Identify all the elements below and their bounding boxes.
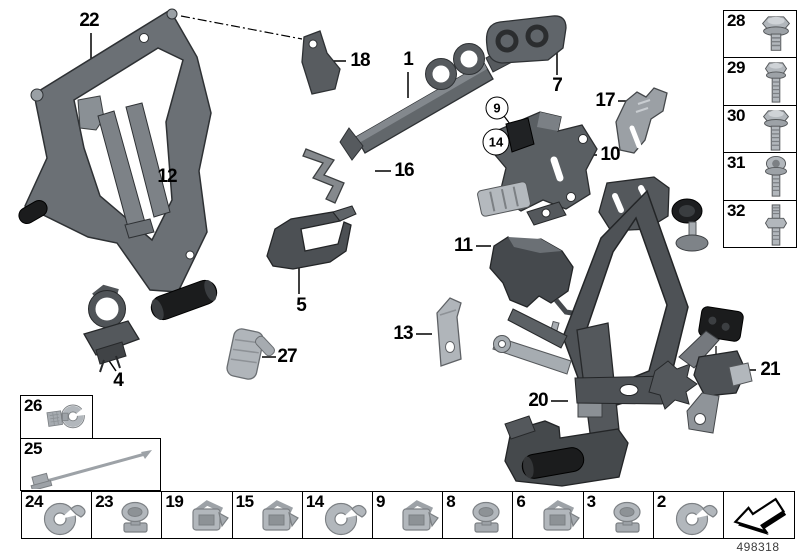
callout-11[interactable]: 11: [453, 235, 473, 256]
callout-18[interactable]: 18: [350, 50, 370, 71]
callout-21[interactable]: 21: [760, 359, 780, 380]
part-7-drawing: [485, 15, 567, 64]
callout-9-circled[interactable]: 9: [485, 96, 509, 120]
holder-label: 25: [24, 439, 42, 458]
fastener-box-32[interactable]: 32: [724, 201, 796, 247]
part-18-drawing: [301, 30, 341, 95]
cage-clip-icon: [184, 499, 230, 537]
clip-label: 23: [95, 492, 114, 511]
part-16-drawing: [302, 148, 345, 204]
clip-label: 6: [516, 492, 526, 511]
part-17-drawing: [615, 87, 668, 154]
hex-flange-bolt-icon: [761, 16, 791, 51]
part-4-drawing: [83, 284, 140, 373]
torx-pan-screw-icon: [765, 156, 787, 197]
callout-4[interactable]: 4: [113, 370, 124, 391]
callout-7[interactable]: 7: [552, 75, 563, 96]
fastener-label: 28: [727, 11, 745, 30]
holder-label: 26: [24, 396, 42, 415]
fastener-label: 30: [727, 105, 745, 125]
part-13-drawing: [436, 297, 462, 367]
c-clip-icon: [43, 499, 89, 537]
part-21-drawing: [678, 306, 753, 434]
part-10-drawing: [477, 111, 598, 217]
cage-clip-icon: [254, 499, 300, 537]
clip-label: 15: [235, 492, 254, 511]
clip-box-6[interactable]: 6: [513, 492, 584, 538]
clip-box-23[interactable]: 23: [92, 492, 163, 538]
clip-box-2[interactable]: 2: [654, 492, 725, 538]
cable-tie-icon: [30, 450, 152, 489]
callout-27[interactable]: 27: [277, 346, 297, 367]
clip-box-9[interactable]: 9: [373, 492, 444, 538]
part-27-drawing: [226, 328, 275, 380]
fastener-label: 29: [727, 58, 745, 78]
holder-box-26[interactable]: 26: [20, 395, 93, 440]
fastener-box-30[interactable]: 30: [724, 105, 796, 154]
fastener-box-28[interactable]: 28: [724, 11, 796, 59]
callout-17[interactable]: 17: [595, 90, 615, 111]
clip-label: 9: [376, 492, 385, 511]
clip-box-24[interactable]: 24: [22, 492, 93, 538]
part-20-drawing: [492, 176, 709, 487]
callout-14-circled[interactable]: 14: [482, 128, 510, 156]
cage-clip-icon: [394, 499, 440, 537]
barrel-clip-icon: [464, 499, 510, 537]
part-5-drawing: [266, 205, 357, 270]
callout-20[interactable]: 20: [528, 390, 548, 411]
clip-box-15[interactable]: 15: [233, 492, 303, 538]
callout-13[interactable]: 13: [393, 323, 413, 344]
clip-box-8[interactable]: 8: [443, 492, 514, 538]
fastener-label: 31: [727, 153, 745, 173]
barrel-clip-icon: [605, 499, 651, 537]
callout-16[interactable]: 16: [394, 160, 414, 181]
callout-12[interactable]: 12: [157, 166, 177, 187]
part-22-frame-drawing: [18, 8, 218, 321]
cage-clip-icon: [535, 499, 581, 537]
callout-1[interactable]: 1: [403, 49, 414, 70]
clip-box-3[interactable]: 3: [584, 492, 654, 538]
part-11-drawing: [489, 236, 579, 317]
diagram-number: 498318: [736, 540, 780, 554]
callout-5[interactable]: 5: [296, 295, 307, 316]
fastener-label: 32: [727, 200, 745, 220]
clip-box-19[interactable]: 19: [162, 492, 233, 538]
c-clip-icon: [324, 499, 370, 537]
double-stud-icon: [764, 204, 788, 246]
hex-bolt-long-icon: [764, 62, 788, 103]
hex-flange-bolt-long-icon: [762, 110, 790, 151]
pipe-clip-icon: [46, 404, 87, 429]
clip-label: 2: [656, 492, 666, 511]
barrel-clip-icon: [113, 499, 159, 537]
clip-label: 19: [165, 492, 184, 511]
back-arrow-icon: [733, 497, 787, 535]
clip-label: 24: [25, 492, 43, 511]
clip-box-14[interactable]: 14: [303, 492, 374, 538]
fastener-column: 28 29 30: [723, 10, 797, 248]
clip-label: 3: [586, 492, 596, 511]
fastener-box-31[interactable]: 31: [724, 153, 796, 201]
leader-lines: [43, 15, 756, 402]
clip-label: 14: [305, 492, 324, 511]
clip-label: 8: [446, 492, 456, 511]
callout-22[interactable]: 22: [79, 10, 99, 31]
clip-row: 24 23 19 15 14 9 8 6: [21, 491, 795, 539]
callout-10[interactable]: 10: [600, 144, 620, 165]
holder-box-25[interactable]: 25: [20, 438, 161, 491]
c-clip-icon: [675, 499, 721, 537]
back-arrow-box[interactable]: [724, 492, 794, 538]
fastener-box-29[interactable]: 29: [724, 58, 796, 106]
